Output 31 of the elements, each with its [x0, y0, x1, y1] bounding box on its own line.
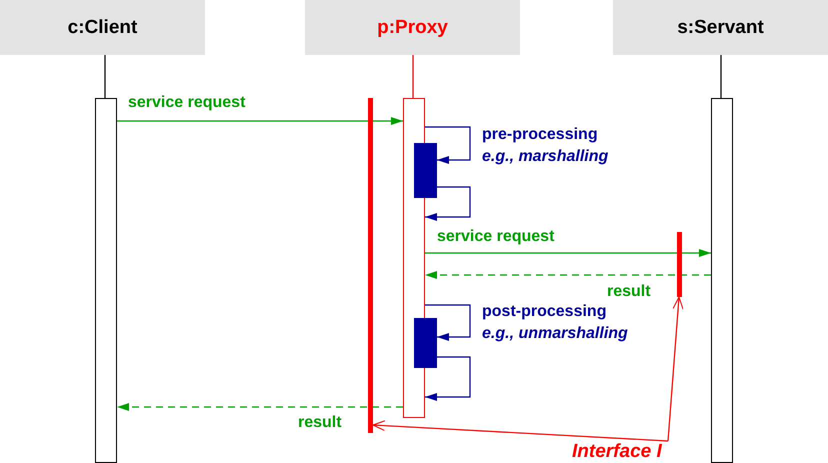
activation-bar: [711, 98, 733, 463]
self-call-arrow: [425, 304, 471, 341]
edge-label: service request: [128, 94, 246, 112]
lifeline: [104, 55, 106, 98]
message-arrow: [117, 403, 403, 411]
message-arrow: [425, 271, 711, 279]
annotation-text: post-processing: [482, 303, 606, 321]
edge-label: result: [607, 283, 651, 301]
self-call-arrow: [425, 356, 471, 401]
annotation-text: e.g., unmarshalling: [482, 325, 628, 343]
processing-block: [414, 143, 437, 198]
edge-label: result: [298, 414, 342, 432]
leader-line: [667, 296, 684, 442]
annotation-text: e.g., marshalling: [482, 148, 608, 166]
lifeline-header: c:Client: [0, 0, 205, 55]
processing-block: [414, 318, 437, 368]
self-call-arrow: [425, 126, 471, 164]
annotation-text: pre-processing: [482, 126, 598, 144]
message-arrow: [117, 117, 403, 125]
interface-bar: [368, 98, 373, 433]
interface-label: Interface I: [572, 441, 682, 463]
lifeline: [412, 55, 414, 98]
self-call-arrow: [425, 186, 471, 221]
message-arrow: [425, 249, 711, 257]
edge-label: service request: [437, 228, 554, 246]
interface-bar: [677, 232, 682, 297]
lifeline-header: s:Servant: [613, 0, 828, 55]
activation-bar: [95, 98, 117, 463]
lifeline: [720, 55, 722, 98]
lifeline-header: p:Proxy: [305, 0, 520, 55]
leader-line: [372, 420, 668, 442]
